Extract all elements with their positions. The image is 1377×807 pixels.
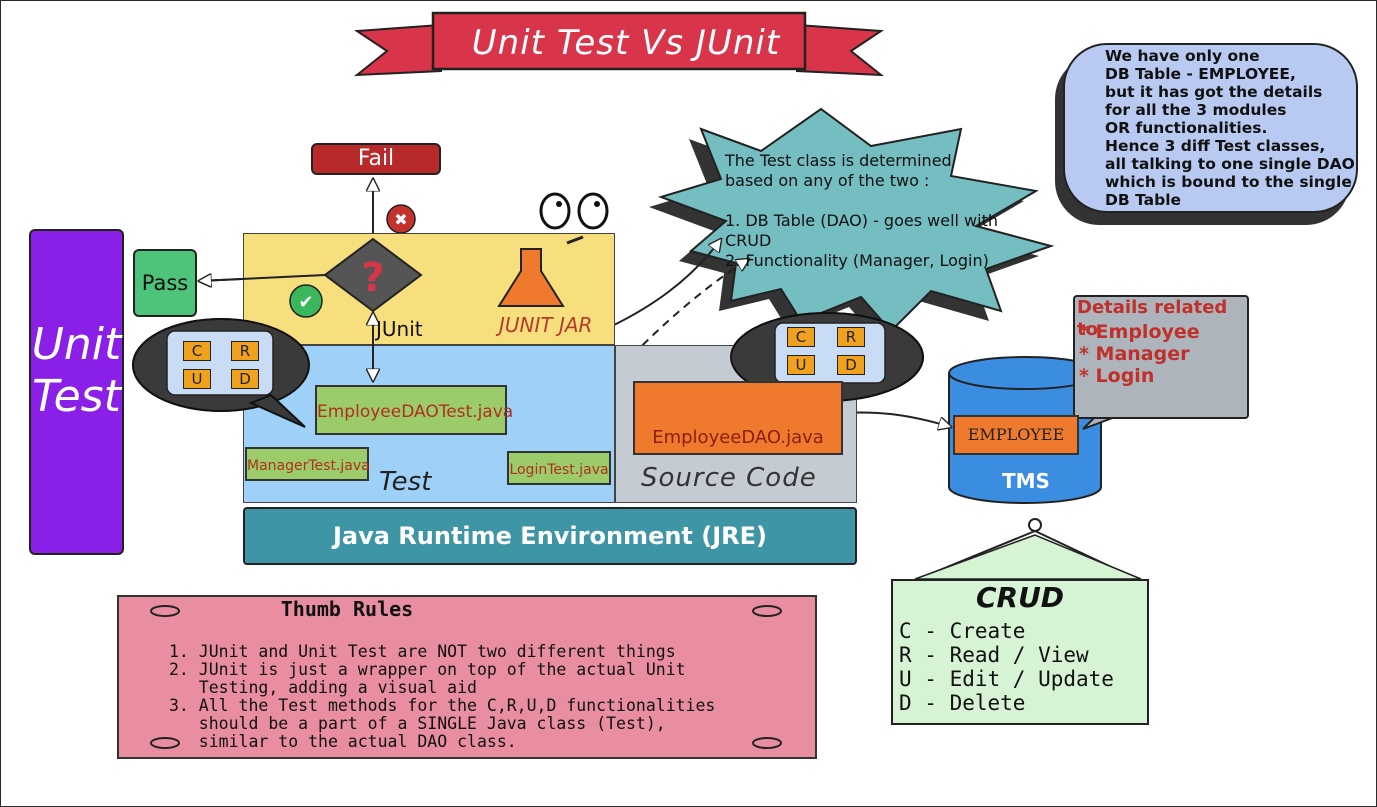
crud-sign: [891, 579, 1149, 725]
manager-test-class: ManagerTest.java: [245, 447, 370, 481]
svg-text:✔: ✔: [298, 292, 313, 313]
junit-label: JUnit: [376, 317, 423, 341]
svg-text:?: ?: [361, 255, 384, 301]
crud-sign-title: CRUD: [975, 581, 1065, 614]
test-zone-label: Test: [379, 467, 432, 497]
unit-test-label-line1: Unit: [31, 319, 122, 370]
eyes-icon: [539, 192, 609, 230]
thumb-rule-3-cont1: should be a part of a SINGLE Java class …: [169, 714, 666, 733]
employee-dao-test-class: EmployeeDAOTest.java: [315, 385, 513, 435]
pass-check-icon-fg: [289, 284, 323, 318]
details-item-employee: * Employee: [1079, 321, 1200, 343]
crud-chip-c-right: C: [787, 327, 815, 347]
crud-line-read: R - Read / View: [899, 643, 1089, 667]
star-note-text: The Test class is determined based on an…: [725, 151, 998, 270]
svg-text:✖: ✖: [394, 210, 407, 229]
employee-dao-class: EmployeeDAO.java: [633, 381, 843, 455]
employee-table: EMPLOYEE: [953, 415, 1079, 455]
title-banner: [353, 11, 885, 77]
crud-line-delete: D - Delete: [899, 691, 1026, 715]
unit-test-label-line2: Test: [32, 371, 121, 422]
thumb-rule-2: 2. JUnit is just a wrapper on top of the…: [169, 660, 686, 679]
crud-chip-r-right: R: [837, 327, 865, 347]
crud-chip-d-right: D: [837, 355, 865, 375]
crud-chip-u-left: U: [183, 369, 211, 389]
diagram-title: Unit Test Vs JUnit: [471, 23, 781, 63]
pass-box: Pass: [133, 249, 197, 317]
details-callout: [1073, 295, 1249, 419]
fail-box: Fail: [311, 143, 441, 175]
junit-jar-label: JUNIT JAR: [499, 313, 593, 337]
unit-test-label: Unit Test: [29, 319, 124, 423]
info-cloud: [1063, 43, 1358, 213]
decision-diamond-fg: [323, 237, 423, 313]
thumb-rule-3: 3. All the Test methods for the C,R,U,D …: [169, 696, 716, 715]
jre-label: Java Runtime Environment (JRE): [332, 522, 767, 550]
crud-chip-u-right: U: [787, 355, 815, 375]
thumb-rule-3-cont2: similar to the actual DAO class.: [169, 732, 517, 751]
details-item-manager: * Manager: [1079, 343, 1190, 365]
details-item-login: * Login: [1079, 365, 1155, 387]
thumb-rule-2-cont: Testing, adding a visual aid: [169, 678, 477, 697]
flask-icon-fg: [497, 248, 565, 307]
crud-line-update: U - Edit / Update: [899, 667, 1114, 691]
unit-test-bar: [29, 229, 124, 555]
crud-chip-c-left: C: [183, 341, 211, 361]
jre-bar: [243, 507, 857, 565]
fail-x-icon: ✖: [386, 204, 416, 234]
thumb-rules-box: [117, 595, 817, 759]
info-cloud-text: We have only one DB Table - EMPLOYEE, bu…: [1105, 47, 1355, 209]
crud-chip-d-left: D: [231, 369, 259, 389]
thumb-rule-1: 1. JUnit and Unit Test are NOT two diffe…: [169, 642, 676, 661]
thumb-rules-pins-fg: [150, 605, 782, 749]
source-code-label: Source Code: [641, 463, 817, 493]
thumb-rules-title: Thumb Rules: [280, 597, 414, 621]
details-title: Details related to: [1077, 297, 1228, 340]
crud-chip-r-left: R: [231, 341, 259, 361]
login-test-class: LoginTest.java: [507, 451, 611, 485]
database-name: TMS: [1002, 469, 1050, 493]
crud-line-create: C - Create: [899, 619, 1026, 643]
star-note-shape: [649, 107, 1055, 341]
